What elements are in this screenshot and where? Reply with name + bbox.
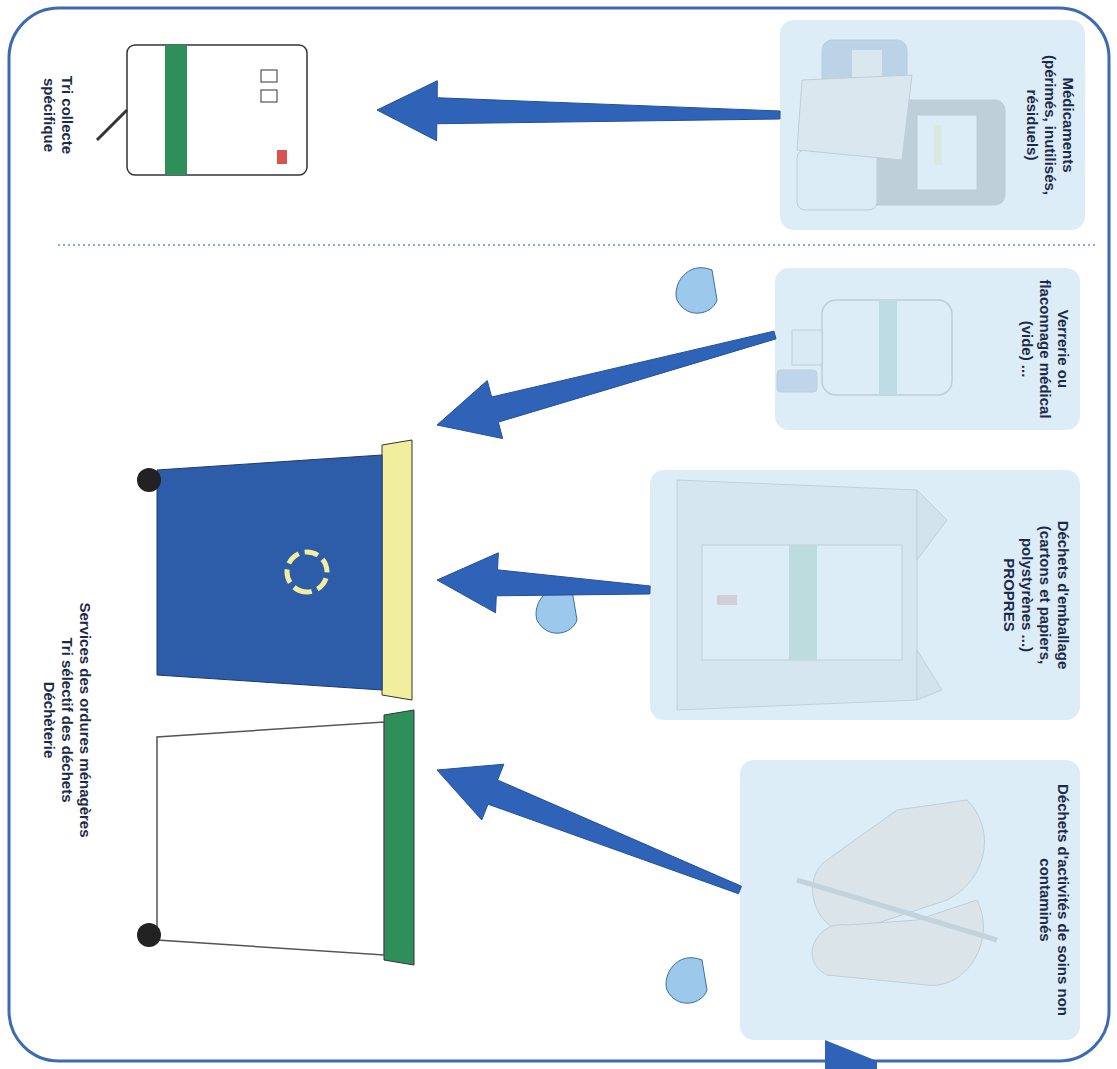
box-text: Déchèterie bbox=[40, 682, 58, 759]
bin-lid bbox=[384, 710, 414, 965]
waste-bag bbox=[666, 958, 707, 1003]
household-bin bbox=[157, 722, 384, 955]
device-light bbox=[277, 150, 287, 164]
device-slot bbox=[261, 90, 277, 102]
waste-category-box: Médicaments(périmés, inutilisés, résidue… bbox=[780, 20, 1085, 230]
box-heading: Tri collecte spécifique bbox=[40, 40, 76, 190]
recycle-symbol bbox=[287, 552, 327, 592]
box-text: (cartons et papiers, polystyrènes ...) bbox=[1018, 480, 1054, 710]
flow-arrow bbox=[437, 764, 741, 894]
flow-arrow bbox=[377, 81, 780, 141]
box-heading: Services des ordures ménagères bbox=[76, 602, 94, 837]
destination-box: Tri collecte spécifique bbox=[32, 30, 377, 200]
box-heading: Médicaments bbox=[1059, 77, 1077, 172]
waste-category-box: Déchets d'emballage(cartons et papiers, … bbox=[650, 470, 1080, 720]
bin-wheel bbox=[137, 923, 161, 947]
bin-lid bbox=[382, 440, 412, 700]
separator-line bbox=[57, 244, 1095, 246]
box-text: PROPRES bbox=[1000, 558, 1018, 631]
outer-border bbox=[9, 8, 1109, 1061]
waste-bag bbox=[676, 268, 717, 313]
box-text: (périmés, inutilisés, résiduels) bbox=[1023, 30, 1059, 220]
flow-arrow bbox=[437, 553, 650, 613]
device-nozzle bbox=[97, 110, 127, 140]
waste-category-box: Verrerie ou flaconnage médical (vide) ..… bbox=[775, 268, 1080, 430]
waste-category-box: Déchets d'activités de soins non contami… bbox=[740, 760, 1080, 1040]
box-heading: Verrerie ou flaconnage médical (vide) ..… bbox=[1018, 278, 1072, 420]
device-band bbox=[165, 45, 187, 175]
collection-device bbox=[127, 45, 307, 175]
box-heading: Déchets d'emballage bbox=[1054, 521, 1072, 670]
flow-arrow bbox=[437, 331, 776, 438]
corner-tab bbox=[825, 1040, 877, 1069]
device-slot bbox=[261, 70, 277, 82]
bin-wheel bbox=[137, 468, 161, 492]
box-heading: Déchets d'activités de soins non contami… bbox=[1036, 770, 1072, 1030]
destination-box: Services des ordures ménagèresTri sélect… bbox=[32, 400, 437, 1040]
recycling-bin bbox=[157, 455, 382, 690]
box-text: Tri sélectif des déchets bbox=[58, 637, 76, 802]
waste-bag bbox=[536, 588, 577, 633]
